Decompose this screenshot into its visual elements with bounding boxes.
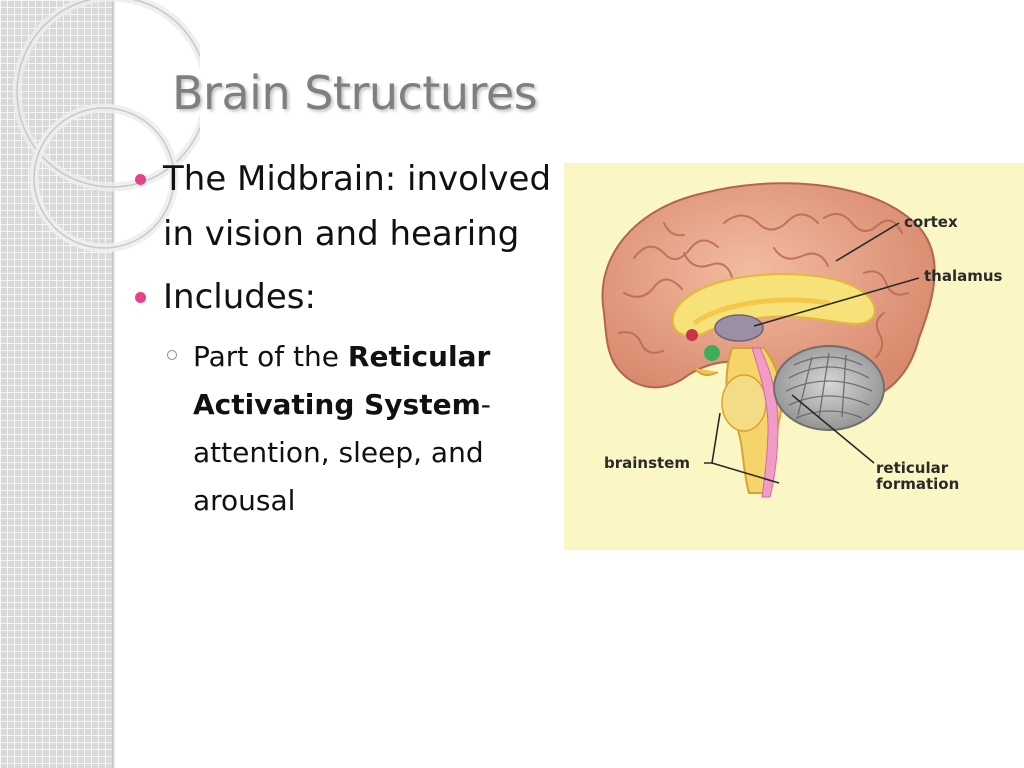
- thalamus-shape: [714, 314, 764, 342]
- bullet-dot-icon: [135, 174, 146, 185]
- label-formation: formation: [876, 475, 959, 493]
- strip-edge-shadow: [112, 0, 115, 768]
- red-nucleus: [686, 329, 698, 341]
- sub-bullet-suffix: - attention, sleep, and arousal: [193, 388, 491, 517]
- sub-bullet-bold-term: Reticular Activating System: [193, 340, 491, 421]
- bullet-text: Includes:: [163, 277, 316, 317]
- bullet-dot-icon: [135, 292, 146, 303]
- label-thalamus: thalamus: [924, 267, 1003, 285]
- bullet-includes: Includes:: [130, 270, 558, 325]
- label-reticular: reticular: [876, 459, 949, 477]
- sub-bullet-ring-icon: [167, 350, 177, 360]
- decorative-circles: [12, 0, 200, 253]
- bullet-list: The Midbrain: involved in vision and hea…: [130, 152, 558, 525]
- cortex-folds: [618, 213, 909, 358]
- label-pointer-lines: [704, 222, 920, 484]
- brain-illustration: cortex thalamus brainstem reticular form…: [601, 182, 1003, 498]
- label-cortex: cortex: [904, 213, 958, 231]
- bullet-midbrain: The Midbrain: involved in vision and hea…: [130, 152, 558, 262]
- bullet-text: The Midbrain: involved in vision and hea…: [163, 159, 552, 254]
- label-brainstem: brainstem: [604, 454, 690, 472]
- cerebellum-shape: [773, 345, 885, 431]
- sub-bullet-reticular: Part of the Reticular Activating System-…: [163, 333, 558, 525]
- sub-bullet-prefix: Part of the: [193, 340, 348, 373]
- brain-diagram: cortex thalamus brainstem reticular form…: [564, 163, 1024, 550]
- slide-title: Brain Structures: [172, 66, 538, 120]
- green-nucleus: [704, 345, 720, 361]
